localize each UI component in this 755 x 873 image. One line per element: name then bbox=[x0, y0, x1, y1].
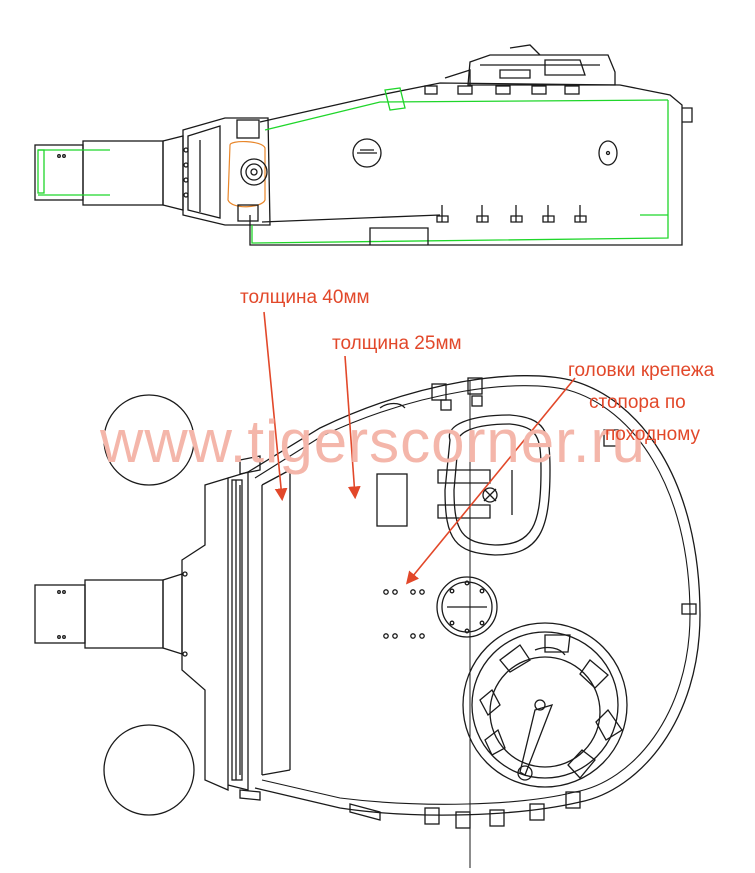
side-lower-hooks bbox=[436, 205, 587, 223]
left-circle-upper bbox=[103, 394, 195, 486]
side-mantlet bbox=[182, 117, 271, 226]
label-thickness-25: толщина 25мм bbox=[332, 333, 462, 354]
arrow-thickness-40 bbox=[263, 311, 288, 502]
watermark: www.tigerscorner.ru bbox=[100, 408, 646, 475]
left-circle-lower bbox=[103, 724, 195, 816]
top-perimeter-blocks bbox=[424, 377, 697, 829]
arrow-thickness-25 bbox=[344, 355, 361, 500]
annotation-arrows bbox=[263, 311, 576, 585]
side-turret-body bbox=[249, 82, 693, 246]
side-cupola bbox=[444, 44, 616, 86]
side-view bbox=[34, 44, 693, 246]
side-top-blocks bbox=[424, 85, 580, 95]
top-mantlet bbox=[181, 455, 261, 801]
top-view bbox=[34, 375, 701, 868]
side-pistol-port bbox=[352, 138, 618, 168]
side-gun-barrel bbox=[34, 135, 184, 211]
top-commander-cupola bbox=[462, 622, 628, 788]
top-round-port bbox=[436, 576, 498, 638]
label-fastener-line1: головки крепежа bbox=[568, 360, 715, 381]
top-small-holes bbox=[383, 589, 425, 639]
label-fastener-line2: стопора по bbox=[589, 392, 686, 413]
top-turret-outline bbox=[247, 375, 701, 868]
arrow-fastener bbox=[405, 377, 576, 585]
top-loader-hatch bbox=[437, 414, 551, 556]
label-fastener-line3: походному bbox=[605, 424, 700, 445]
top-gun-barrel bbox=[34, 571, 188, 657]
label-thickness-40: толщина 40мм bbox=[240, 287, 370, 308]
